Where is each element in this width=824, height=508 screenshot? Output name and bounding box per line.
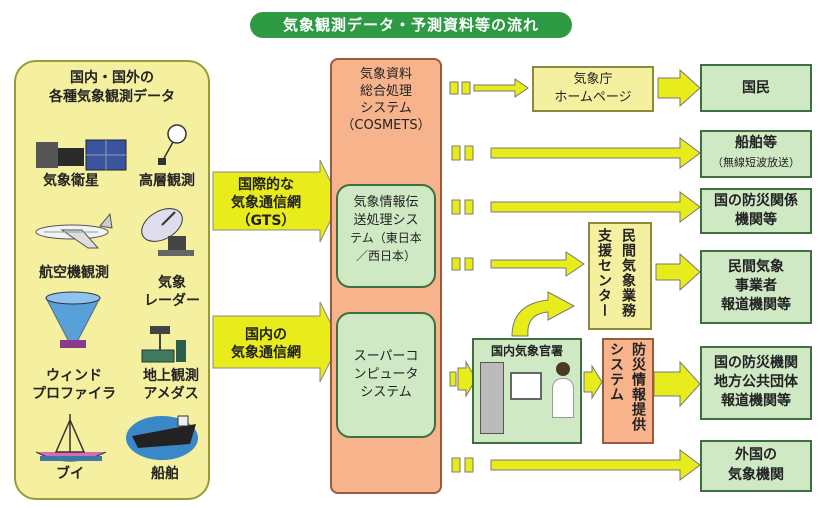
amedas-station-icon — [141, 326, 186, 363]
cosmets-line1: 気象資料 — [359, 67, 412, 82]
homepage-line1: 気象庁 — [573, 72, 613, 87]
recipient-private-line3: 報道機関等 — [721, 297, 791, 313]
transmission-line4: ／西日本） — [355, 249, 416, 263]
label-profiler-line1: ウィンド — [46, 368, 102, 384]
disaster-system-line2: システム — [608, 342, 624, 402]
recipient-government — [700, 346, 812, 420]
recipient-private-line2: 事業者 — [735, 278, 777, 294]
recipient-ships — [700, 130, 812, 178]
label-radar-line1: 気象 — [158, 275, 186, 291]
monitor-icon — [510, 372, 542, 400]
label-buoy: ブイ — [56, 466, 84, 482]
recipient-public-label: 国民 — [742, 80, 770, 96]
diagram-title: 気象観測データ・予測資料等の流れ — [250, 12, 572, 38]
super-line3: システム — [360, 385, 412, 400]
recipient-foreign-line2: 気象機関 — [728, 467, 784, 483]
panel-heading-line2: 各種気象観測データ — [49, 89, 175, 105]
label-radar-line2: レーダー — [144, 293, 200, 309]
satellite-icon — [36, 139, 127, 171]
domestic-label-line2: 気象通信網 — [231, 345, 301, 361]
recipient-private-line1: 民間気象 — [728, 259, 784, 275]
disaster-system-line1: 防災情報提供 — [630, 342, 646, 432]
buoy-icon — [35, 414, 107, 462]
server-rack-icon — [480, 362, 504, 434]
label-aircraft: 航空機観測 — [39, 265, 109, 281]
radiosonde-balloon-icon — [158, 124, 187, 165]
wind-profiler-icon — [45, 291, 101, 348]
gts-label-line2: 気象通信網 — [231, 195, 301, 211]
label-amedas-line2: アメダス — [143, 386, 199, 402]
domestic-label-line1: 国内の — [245, 327, 287, 343]
ship-icon — [126, 415, 198, 460]
recipient-disaster-orgs-line2: 機関等 — [735, 212, 777, 228]
homepage-line2: ホームページ — [554, 90, 632, 105]
jma-homepage-box — [532, 66, 654, 112]
disaster-info-system-box — [602, 338, 654, 444]
transmission-line2: 送処理シス — [353, 213, 419, 228]
recipient-disaster-orgs — [700, 188, 812, 234]
cosmets-line3: システム — [360, 101, 412, 116]
super-line2: ンピュータ — [353, 367, 419, 382]
cosmets-line2: 総合処理 — [359, 84, 412, 99]
recipient-private — [700, 250, 812, 324]
gts-label-line3: （GTS） — [236, 213, 296, 229]
local-offices-label: 国内気象官署 — [490, 344, 563, 358]
radar-dish-icon — [141, 208, 194, 256]
label-ship: 船舶 — [151, 466, 179, 482]
recipient-ships-line1: 船舶等 — [735, 135, 777, 151]
recipient-ships-line2: （無線短波放送） — [712, 156, 800, 169]
panel-heading-line1: 国内・国外の — [70, 70, 154, 86]
support-center-box — [588, 222, 652, 330]
super-line1: スーパーコ — [353, 349, 419, 364]
recipient-disaster-orgs-line1: 国の防災関係 — [714, 193, 798, 209]
recipient-foreign-line1: 外国の — [735, 447, 777, 463]
recipient-public: 国民 — [700, 64, 812, 112]
recipient-gov-line3: 報道機関等 — [721, 393, 791, 409]
gts-label-line1: 国際的な — [238, 177, 294, 193]
supercomputer-box — [336, 312, 436, 438]
operator-head-icon — [556, 362, 570, 376]
aircraft-icon — [35, 212, 113, 249]
transmission-line3: テム（東日本 — [350, 231, 422, 245]
transmission-line1: 気象情報伝 — [353, 195, 419, 210]
label-upper-air: 高層観測 — [139, 173, 195, 189]
support-center-line1: 民間気象業務 — [620, 228, 636, 318]
label-satellite: 気象衛星 — [43, 173, 99, 189]
transmission-system-box — [336, 184, 436, 288]
recipient-gov-line2: 地方公共団体 — [714, 374, 798, 390]
label-amedas-line1: 地上観測 — [143, 368, 199, 384]
support-center-line2: 支援センター — [596, 228, 612, 318]
label-profiler-line2: プロファイラ — [32, 386, 116, 402]
operator-icon — [552, 378, 574, 418]
recipient-foreign — [700, 440, 812, 492]
recipient-gov-line1: 国の防災機関 — [714, 355, 798, 371]
cosmets-line4: （COSMETS） — [341, 118, 431, 133]
